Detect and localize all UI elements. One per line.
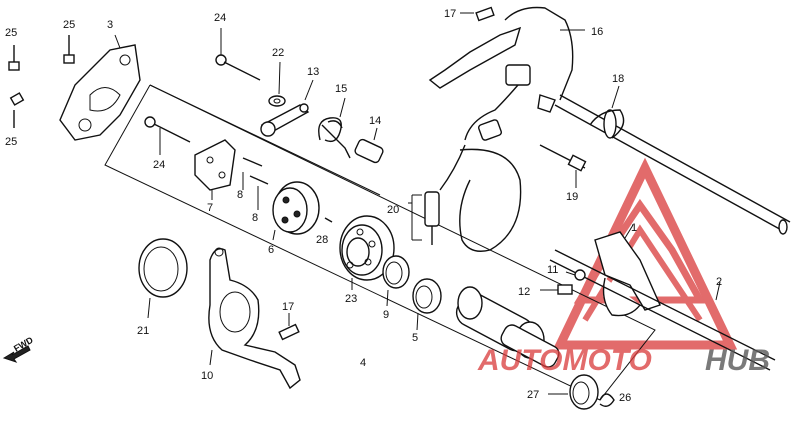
callout-6: 6 <box>268 244 274 256</box>
part-17-bolt-lower <box>278 313 300 341</box>
callout-16: 16 <box>591 26 603 38</box>
callout-12: 12 <box>518 286 530 298</box>
callout-1: 1 <box>631 222 637 234</box>
part-15-return-spring <box>318 97 351 159</box>
part-23-bearing <box>339 215 395 290</box>
callout-27: 27 <box>527 389 539 401</box>
part-24-bolt-lower <box>144 116 191 155</box>
part-20-neutral-switch-wire <box>408 144 522 252</box>
part-24-bolt-upper <box>215 28 261 81</box>
part-7-guide-plate <box>194 139 236 200</box>
part-16-neutral-switch-bracket <box>428 6 585 141</box>
part-10-drum-stopper-arm <box>208 247 301 390</box>
callout-7: 7 <box>207 202 213 214</box>
part-13-stopper-arm <box>260 79 314 137</box>
callout-8: 8 <box>252 212 258 224</box>
part-22-washer <box>268 61 286 107</box>
part-9-circlip <box>382 255 410 307</box>
part-12-bolt <box>540 284 573 295</box>
part-3-cover-plate <box>59 34 141 141</box>
callout-4: 4 <box>360 357 366 369</box>
part-2-fork-shaft <box>549 249 776 371</box>
fwd-arrow-icon: FWD <box>2 335 35 363</box>
part-14-collar <box>354 127 384 164</box>
callout-17: 17 <box>282 301 294 313</box>
callout-25: 25 <box>63 19 75 31</box>
part-6-shift-drum-cam <box>272 181 320 241</box>
callout-15: 15 <box>335 83 347 95</box>
part-4-shift-drum <box>455 286 560 368</box>
callout-9: 9 <box>383 309 389 321</box>
callout-8: 8 <box>237 189 243 201</box>
part-27-bearing <box>548 374 599 410</box>
part-19-shift-lever-bolt <box>539 144 587 188</box>
callout-19: 19 <box>566 191 578 203</box>
part-5-stopper-ring <box>412 278 442 331</box>
part-8-pin-lower <box>249 175 269 210</box>
callout-24: 24 <box>153 159 165 171</box>
callout-labels: 25 25 25 3 24 24 22 13 15 14 7 8 8 6 28 … <box>5 8 722 404</box>
watermark-text-gray: HUB <box>705 344 770 377</box>
callout-17: 17 <box>444 8 456 20</box>
part-11-pin <box>565 269 586 281</box>
part-28-dowel-pin <box>324 217 333 223</box>
part-25-bolt-lower <box>9 92 25 128</box>
callout-25: 25 <box>5 136 17 148</box>
callout-23: 23 <box>345 293 357 305</box>
callout-5: 5 <box>412 332 418 344</box>
part-17-bolt-upper <box>460 6 495 22</box>
watermark-logo <box>552 157 738 350</box>
part-1-shift-fork <box>594 224 661 317</box>
callout-25: 25 <box>5 27 17 39</box>
callout-20: 20 <box>387 204 399 216</box>
part-21-gasket-ring <box>138 238 188 319</box>
callout-2: 2 <box>716 276 722 288</box>
callout-13: 13 <box>307 66 319 78</box>
callout-14: 14 <box>369 115 381 127</box>
part-18-gearshift-spindle <box>554 85 791 235</box>
callout-21: 21 <box>137 325 149 337</box>
callout-18: 18 <box>612 73 624 85</box>
callout-3: 3 <box>107 19 113 31</box>
part-25-bolt-mid <box>63 35 75 64</box>
part-25-bolt-upper <box>8 45 20 71</box>
callout-24: 24 <box>214 12 226 24</box>
callout-28: 28 <box>316 234 328 246</box>
callout-10: 10 <box>201 370 213 382</box>
callout-22: 22 <box>272 47 284 59</box>
callout-26: 26 <box>619 392 631 404</box>
part-26-circlip <box>599 393 615 407</box>
part-8-pin-upper <box>242 157 263 190</box>
watermark-text: AUTOMOTO HUB <box>477 344 770 377</box>
watermark-text-red: AUTOMOTO <box>477 344 652 377</box>
callout-11: 11 <box>547 264 558 276</box>
